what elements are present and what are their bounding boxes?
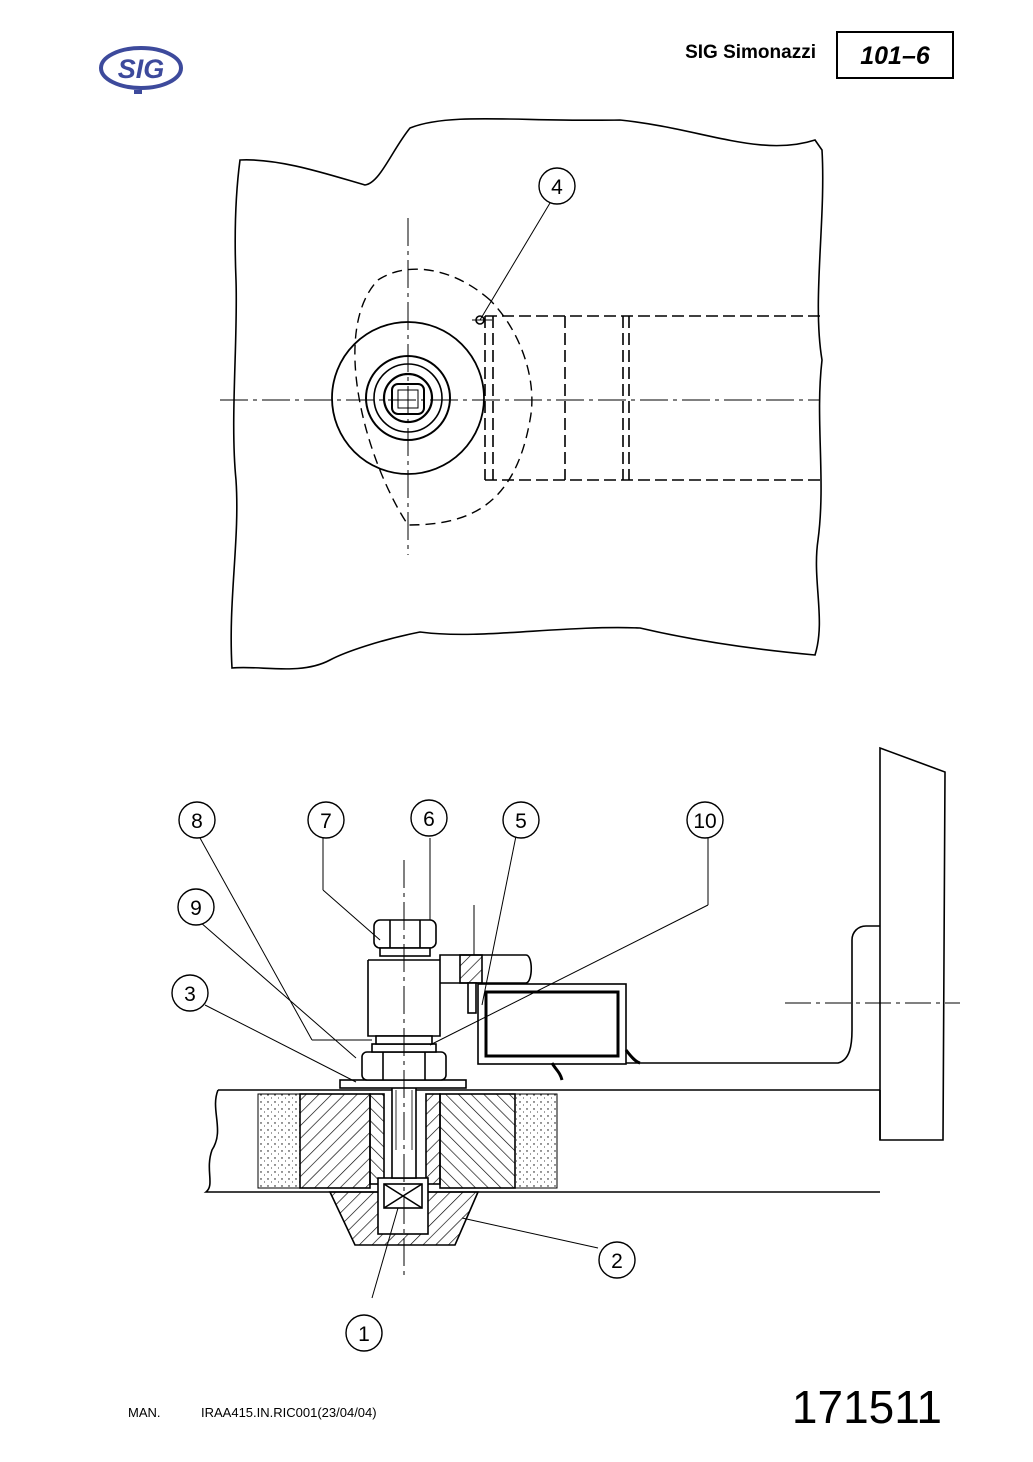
callout-3-label: 3 xyxy=(184,983,196,1006)
page-reference: 101–6 xyxy=(836,31,954,79)
callout-9: 9 xyxy=(177,888,215,926)
footer-manual-label: MAN. xyxy=(128,1405,161,1420)
plate-outline xyxy=(230,117,824,670)
callout-4: 4 xyxy=(538,167,576,205)
callout-6-label: 6 xyxy=(423,808,435,831)
callout-7: 7 xyxy=(307,801,345,839)
sig-logo: SIG xyxy=(99,46,183,94)
set-screw-point xyxy=(475,315,485,325)
company-name: SIG Simonazzi xyxy=(685,42,816,63)
callout-3: 3 xyxy=(171,974,209,1012)
callout-2: 2 xyxy=(598,1241,636,1279)
callout-9-label: 9 xyxy=(190,897,202,920)
callout-5-label: 5 xyxy=(515,810,527,833)
footer-document-number: 171511 xyxy=(791,1381,942,1433)
callout-4-label: 4 xyxy=(551,176,563,199)
callout-10-label: 10 xyxy=(693,810,716,833)
callout-1: 1 xyxy=(345,1314,383,1352)
callout-1-label: 1 xyxy=(358,1323,370,1346)
callout-8-label: 8 xyxy=(191,810,203,833)
washer-outer xyxy=(331,321,485,475)
top-view xyxy=(220,117,824,670)
logo-text: SIG xyxy=(118,54,165,84)
footer-reference: IRAA415.IN.RIC001(23/04/04) xyxy=(201,1405,377,1420)
callout-7-label: 7 xyxy=(320,810,332,833)
leader-lines xyxy=(199,835,709,1299)
callout-10: 10 xyxy=(686,801,724,839)
callout-5: 5 xyxy=(502,801,540,839)
section-view xyxy=(203,746,960,1280)
callout-8: 8 xyxy=(178,801,216,839)
callout-6: 6 xyxy=(410,799,448,837)
callout-2-label: 2 xyxy=(611,1250,623,1273)
